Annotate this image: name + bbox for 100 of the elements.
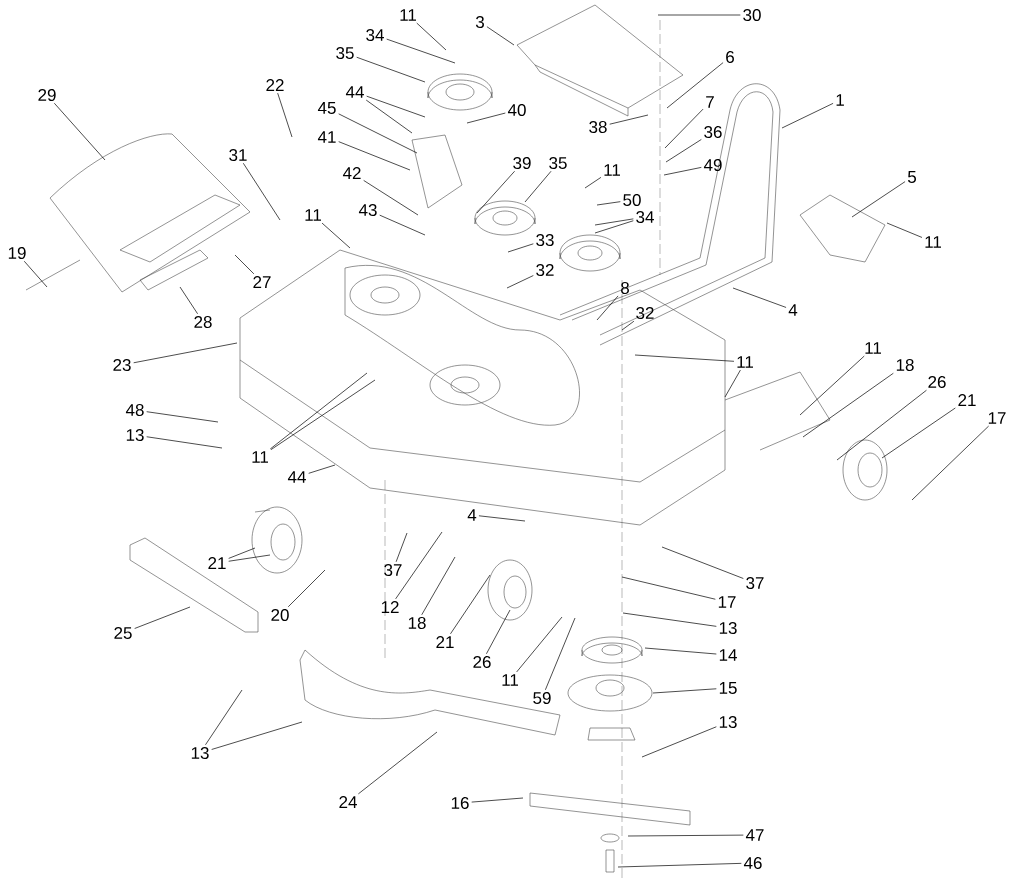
callout-number: 22 [266, 79, 284, 91]
leader-line [476, 170, 515, 214]
leader-line [594, 218, 634, 226]
callout-number: 13 [126, 429, 144, 442]
callout-number: 12 [381, 601, 399, 613]
leader-line [179, 286, 198, 315]
callout-number: 18 [896, 359, 914, 372]
leader-line [596, 201, 621, 206]
callout-number: 17 [988, 412, 1006, 424]
leader-line [781, 103, 834, 129]
callout-number: 32 [636, 307, 654, 320]
leader-line [724, 369, 741, 398]
callout-number: 16 [451, 797, 469, 810]
leader-line [356, 56, 426, 83]
leader-line [277, 92, 293, 138]
leader-line [416, 22, 447, 51]
callout-number: 42 [342, 167, 361, 179]
callout-number: 59 [533, 692, 551, 705]
callout-number: 28 [194, 316, 212, 329]
callout-number: 21 [958, 394, 976, 406]
callout-number: 26 [473, 656, 491, 669]
leader-line [661, 546, 744, 579]
leader-line [205, 689, 243, 746]
callout-number: 40 [507, 104, 526, 117]
leader-line [621, 576, 716, 600]
leader-line [594, 220, 634, 234]
leader-line [524, 170, 552, 203]
leader-line [644, 647, 717, 655]
leader-line [466, 112, 506, 124]
leader-line [664, 108, 704, 149]
leader-line [657, 14, 741, 16]
callout-number: 6 [726, 51, 734, 64]
callout-number: 50 [623, 194, 641, 207]
leader-line [584, 177, 602, 189]
callout-number: 20 [271, 609, 289, 622]
callout-number: 45 [317, 102, 336, 114]
leader-line [450, 574, 491, 635]
callout-number: 46 [743, 857, 762, 870]
leader-line [211, 721, 303, 750]
callout-number: 27 [253, 276, 271, 288]
leader-line [338, 113, 418, 154]
leader-line [379, 214, 426, 236]
leader-line [507, 243, 534, 253]
leader-line [802, 372, 894, 438]
leader-line [234, 254, 255, 275]
callout-number: 4 [467, 509, 477, 521]
leader-line [471, 797, 524, 803]
leader-line [622, 612, 717, 627]
callout-number: 35 [336, 47, 354, 60]
leader-line [242, 162, 281, 221]
callout-number: 17 [718, 596, 736, 608]
callout-number: 41 [317, 131, 336, 143]
leader-line [146, 436, 223, 449]
leader-line [308, 464, 336, 474]
leader-line [621, 320, 635, 331]
leader-line [23, 260, 48, 288]
leader-line [641, 726, 717, 758]
callout-number: 11 [865, 342, 881, 354]
callout-number: 13 [719, 622, 737, 635]
callout-number: 11 [737, 356, 753, 368]
callout-number: 34 [636, 211, 654, 224]
callout-number: 36 [704, 126, 722, 139]
callout-number: 48 [125, 404, 144, 417]
leader-line [386, 38, 456, 64]
callout-number: 32 [536, 264, 554, 277]
leader-line [665, 139, 702, 163]
callout-number: 33 [536, 234, 554, 247]
callout-number: 43 [358, 204, 377, 217]
leader-line [395, 531, 443, 600]
leader-line [627, 834, 744, 837]
callout-number: 11 [502, 674, 518, 686]
leader-line [270, 379, 376, 450]
callout-number: 14 [719, 649, 737, 661]
leader-line [545, 617, 576, 691]
leader-line [851, 181, 906, 218]
callout-number: 11 [925, 236, 941, 248]
leader-line [617, 863, 742, 868]
callout-number: 37 [746, 577, 764, 590]
callout-number: 21 [436, 636, 454, 648]
leader-line [395, 532, 408, 563]
callout-number: 3 [475, 16, 484, 29]
leader-line [338, 141, 411, 171]
callout-number: 29 [38, 89, 56, 102]
callout-number: 13 [719, 716, 737, 729]
callout-number: 49 [703, 159, 722, 172]
leader-line [609, 114, 649, 125]
leader-line [287, 569, 326, 608]
leader-line [478, 515, 526, 522]
callout-number: 11 [252, 451, 268, 463]
callout-number: 11 [604, 164, 620, 176]
callout-number: 31 [229, 149, 247, 162]
leader-line [663, 167, 702, 176]
leader-line [321, 222, 351, 249]
leader-line [146, 411, 219, 423]
callout-number: 8 [621, 282, 629, 295]
leader-line [516, 616, 563, 673]
leader-line [732, 287, 787, 308]
callout-number: 25 [114, 627, 132, 640]
callout-number: 44 [287, 471, 306, 483]
callout-number: 26 [928, 376, 946, 389]
